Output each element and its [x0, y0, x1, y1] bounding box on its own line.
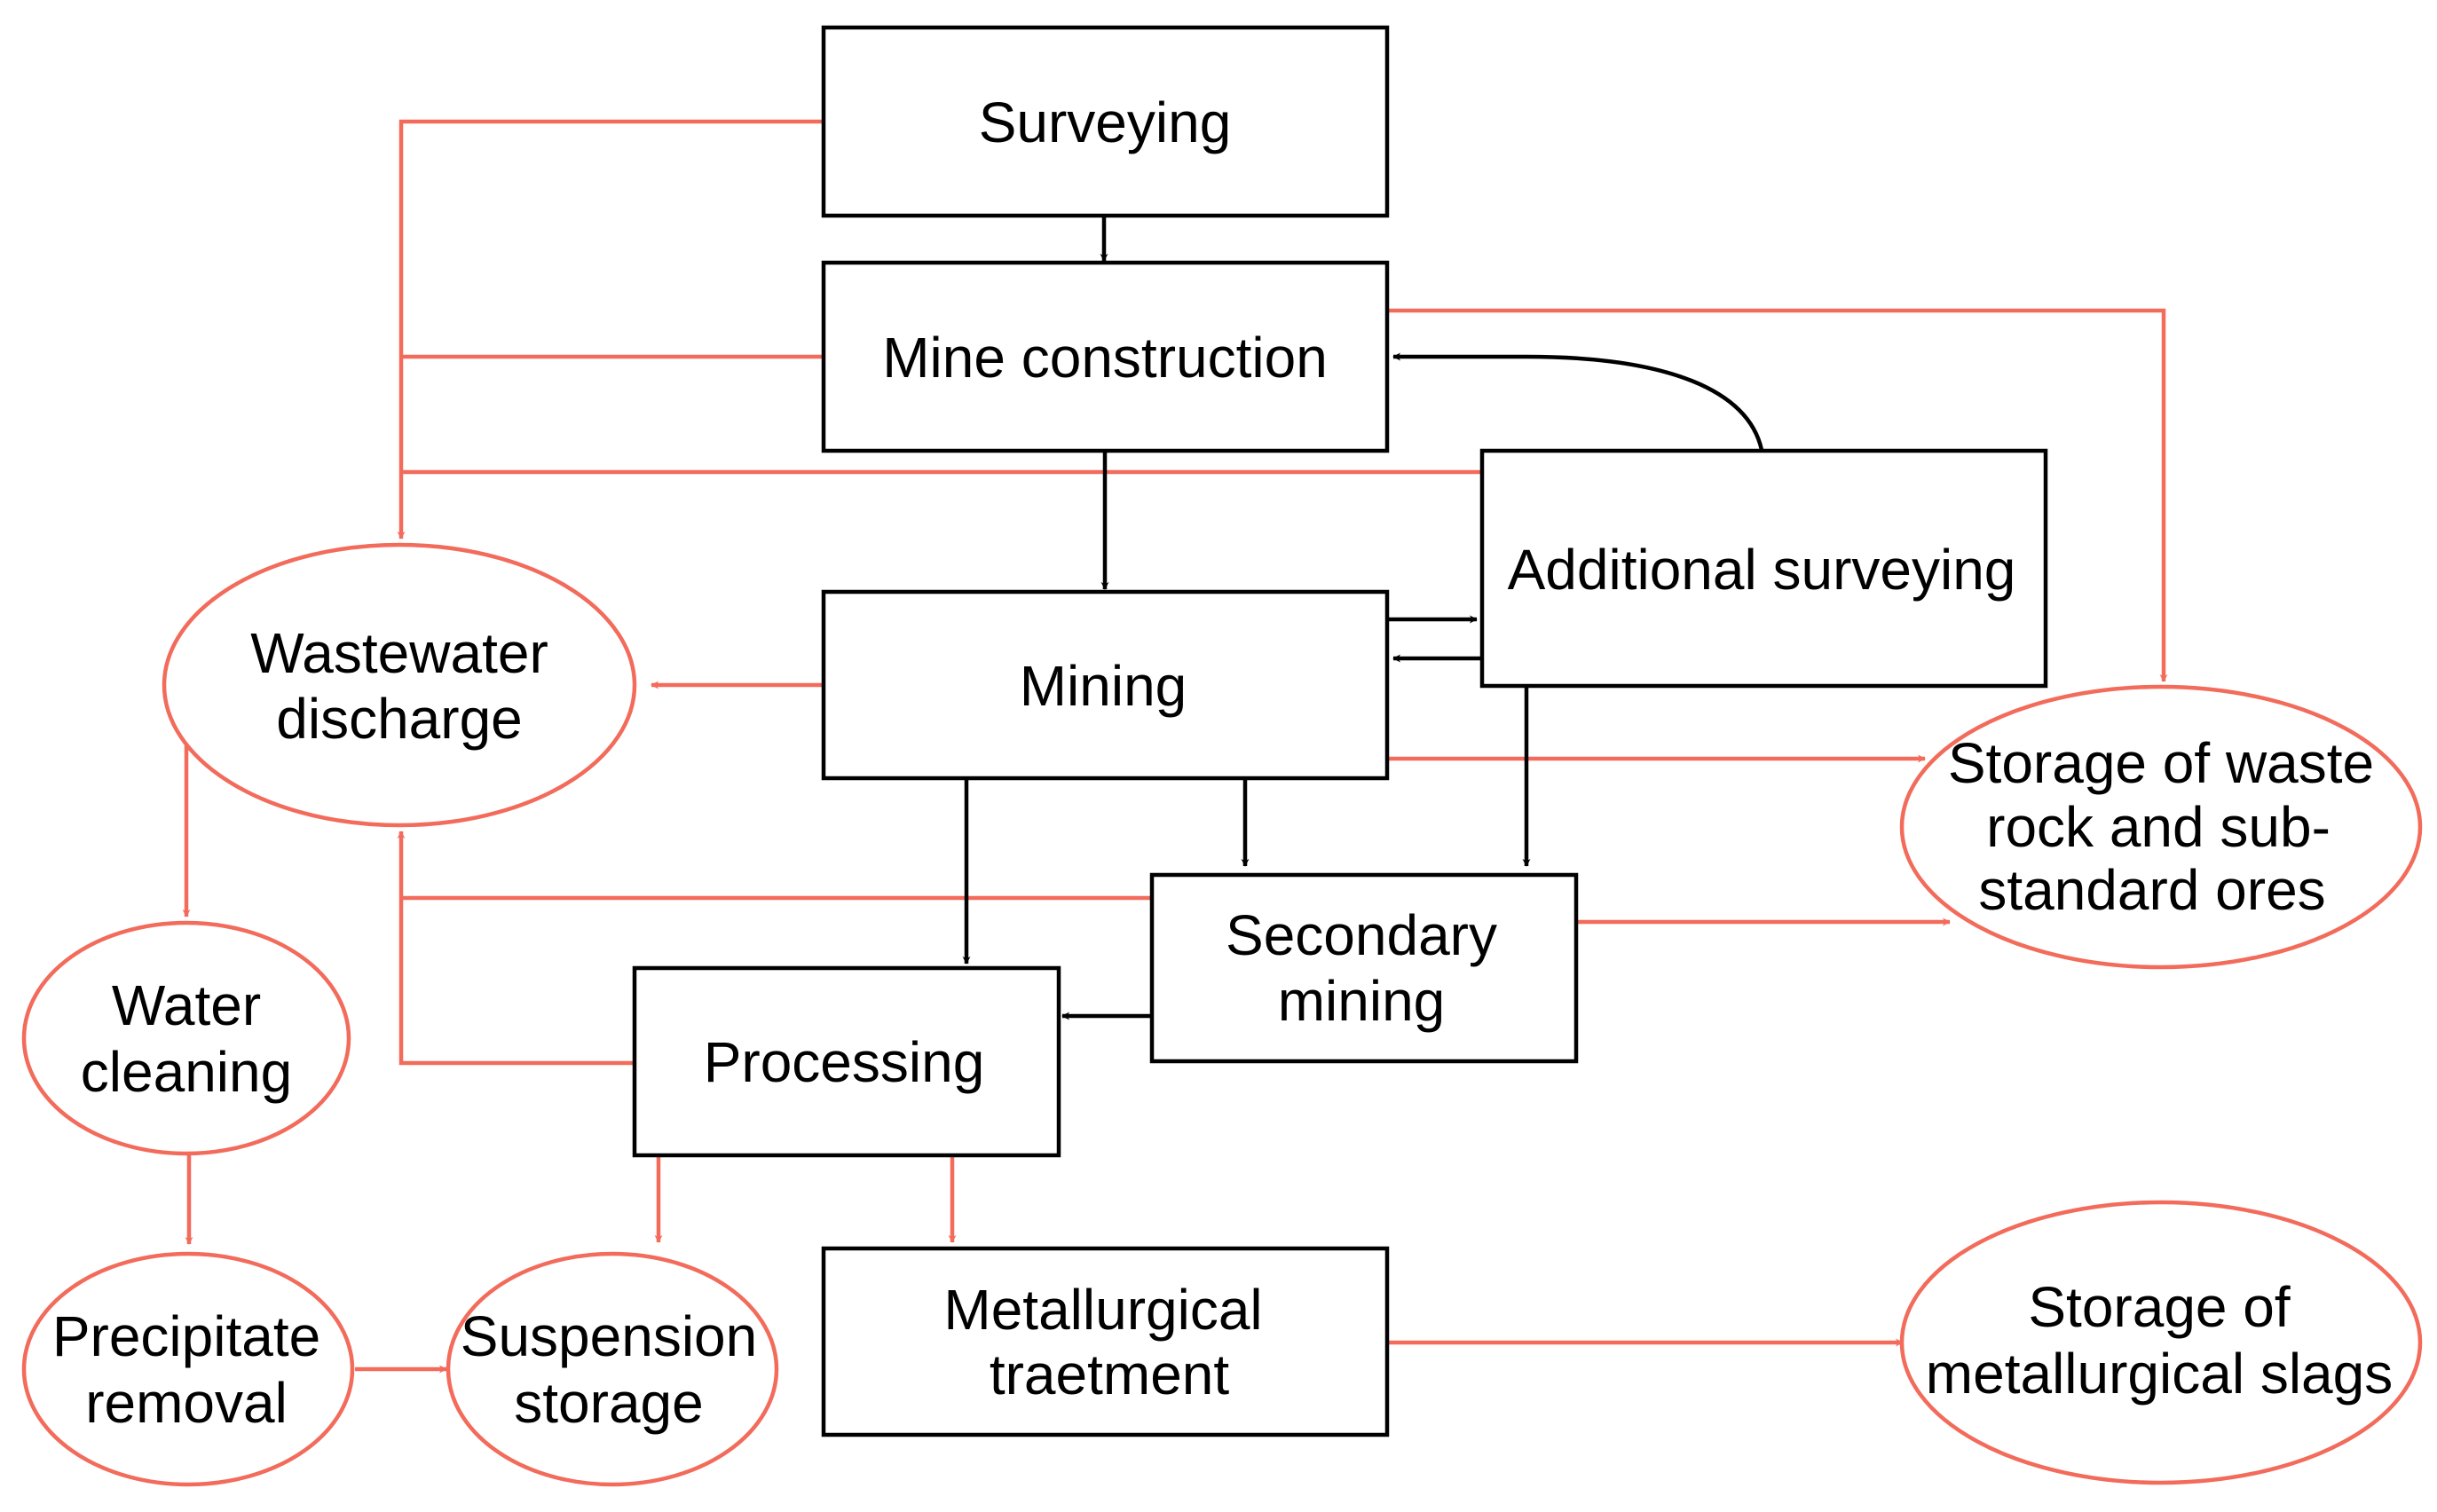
node-processing-label: Processing: [704, 1030, 985, 1094]
node-metallurgical-treatment: Metallurgical traetment: [821, 1246, 1390, 1437]
node-waste-rock-storage-label-line2: rock and sub-: [1986, 795, 2331, 859]
node-water-cleaning-label-line1: Water: [112, 973, 261, 1037]
node-processing: Processing: [632, 965, 1061, 1158]
node-secondary-mining-label-line1: Secondary: [1226, 903, 1497, 967]
edge-processing-wastewater: [397, 831, 635, 1066]
node-suspension-storage-label-line2: storage: [514, 1371, 703, 1435]
node-metallurgical-treatment-label-line1: Metallurgical: [943, 1278, 1262, 1342]
node-suspension-storage: Suspension storage: [446, 1251, 779, 1487]
node-mine-construction: Mine construction: [821, 260, 1390, 453]
node-mining: Mining: [821, 589, 1390, 781]
node-surveying: Surveying: [821, 25, 1390, 218]
node-additional-surveying-label: Additional surveying: [1508, 538, 2016, 602]
edge-additional-surveying-mine-construction: [1392, 352, 1764, 451]
node-waste-rock-storage: Storage of waste rock and sub- standard …: [1899, 684, 2423, 970]
node-precipitate-removal: Precipitate removal: [21, 1251, 355, 1487]
node-waste-rock-storage-label-line1: Storage of waste: [1948, 731, 2374, 795]
node-slag-storage-label-line1: Storage of: [2028, 1275, 2291, 1339]
node-secondary-mining-label-line2: mining: [1278, 969, 1446, 1033]
node-metallurgical-treatment-label-line2: traetment: [990, 1343, 1230, 1406]
edge-mine-construction-waste-rock: [1387, 308, 2168, 682]
node-secondary-mining: Secondary mining: [1149, 872, 1579, 1064]
node-wastewater-discharge-label-line1: Wastewater: [250, 621, 548, 685]
node-precipitate-removal-label-line1: Precipitate: [52, 1304, 320, 1368]
waste-connectors: [182, 119, 2168, 1374]
node-wastewater-discharge-label-line2: discharge: [276, 687, 523, 751]
node-surveying-label: Surveying: [979, 91, 1232, 154]
edge-surveying-wastewater: [397, 119, 824, 539]
node-wastewater-discharge: Wastewater discharge: [162, 542, 637, 828]
node-water-cleaning-label-line2: cleaning: [81, 1040, 292, 1104]
node-mining-label: Mining: [1020, 654, 1187, 718]
node-precipitate-removal-label-line2: removal: [85, 1371, 288, 1435]
node-additional-surveying: Additional surveying: [1479, 448, 2048, 689]
node-mine-construction-label: Mine construction: [882, 326, 1328, 390]
node-slag-storage: Storage of metallurgical slags: [1899, 1200, 2423, 1485]
node-slag-storage-label-line2: metallurgical slags: [1926, 1342, 2393, 1406]
node-water-cleaning: Water cleaning: [21, 920, 351, 1156]
node-suspension-storage-label-line1: Suspension: [461, 1304, 757, 1368]
node-waste-rock-storage-label-line3: standard ores: [1978, 858, 2325, 922]
process-connectors: [962, 216, 1764, 1020]
